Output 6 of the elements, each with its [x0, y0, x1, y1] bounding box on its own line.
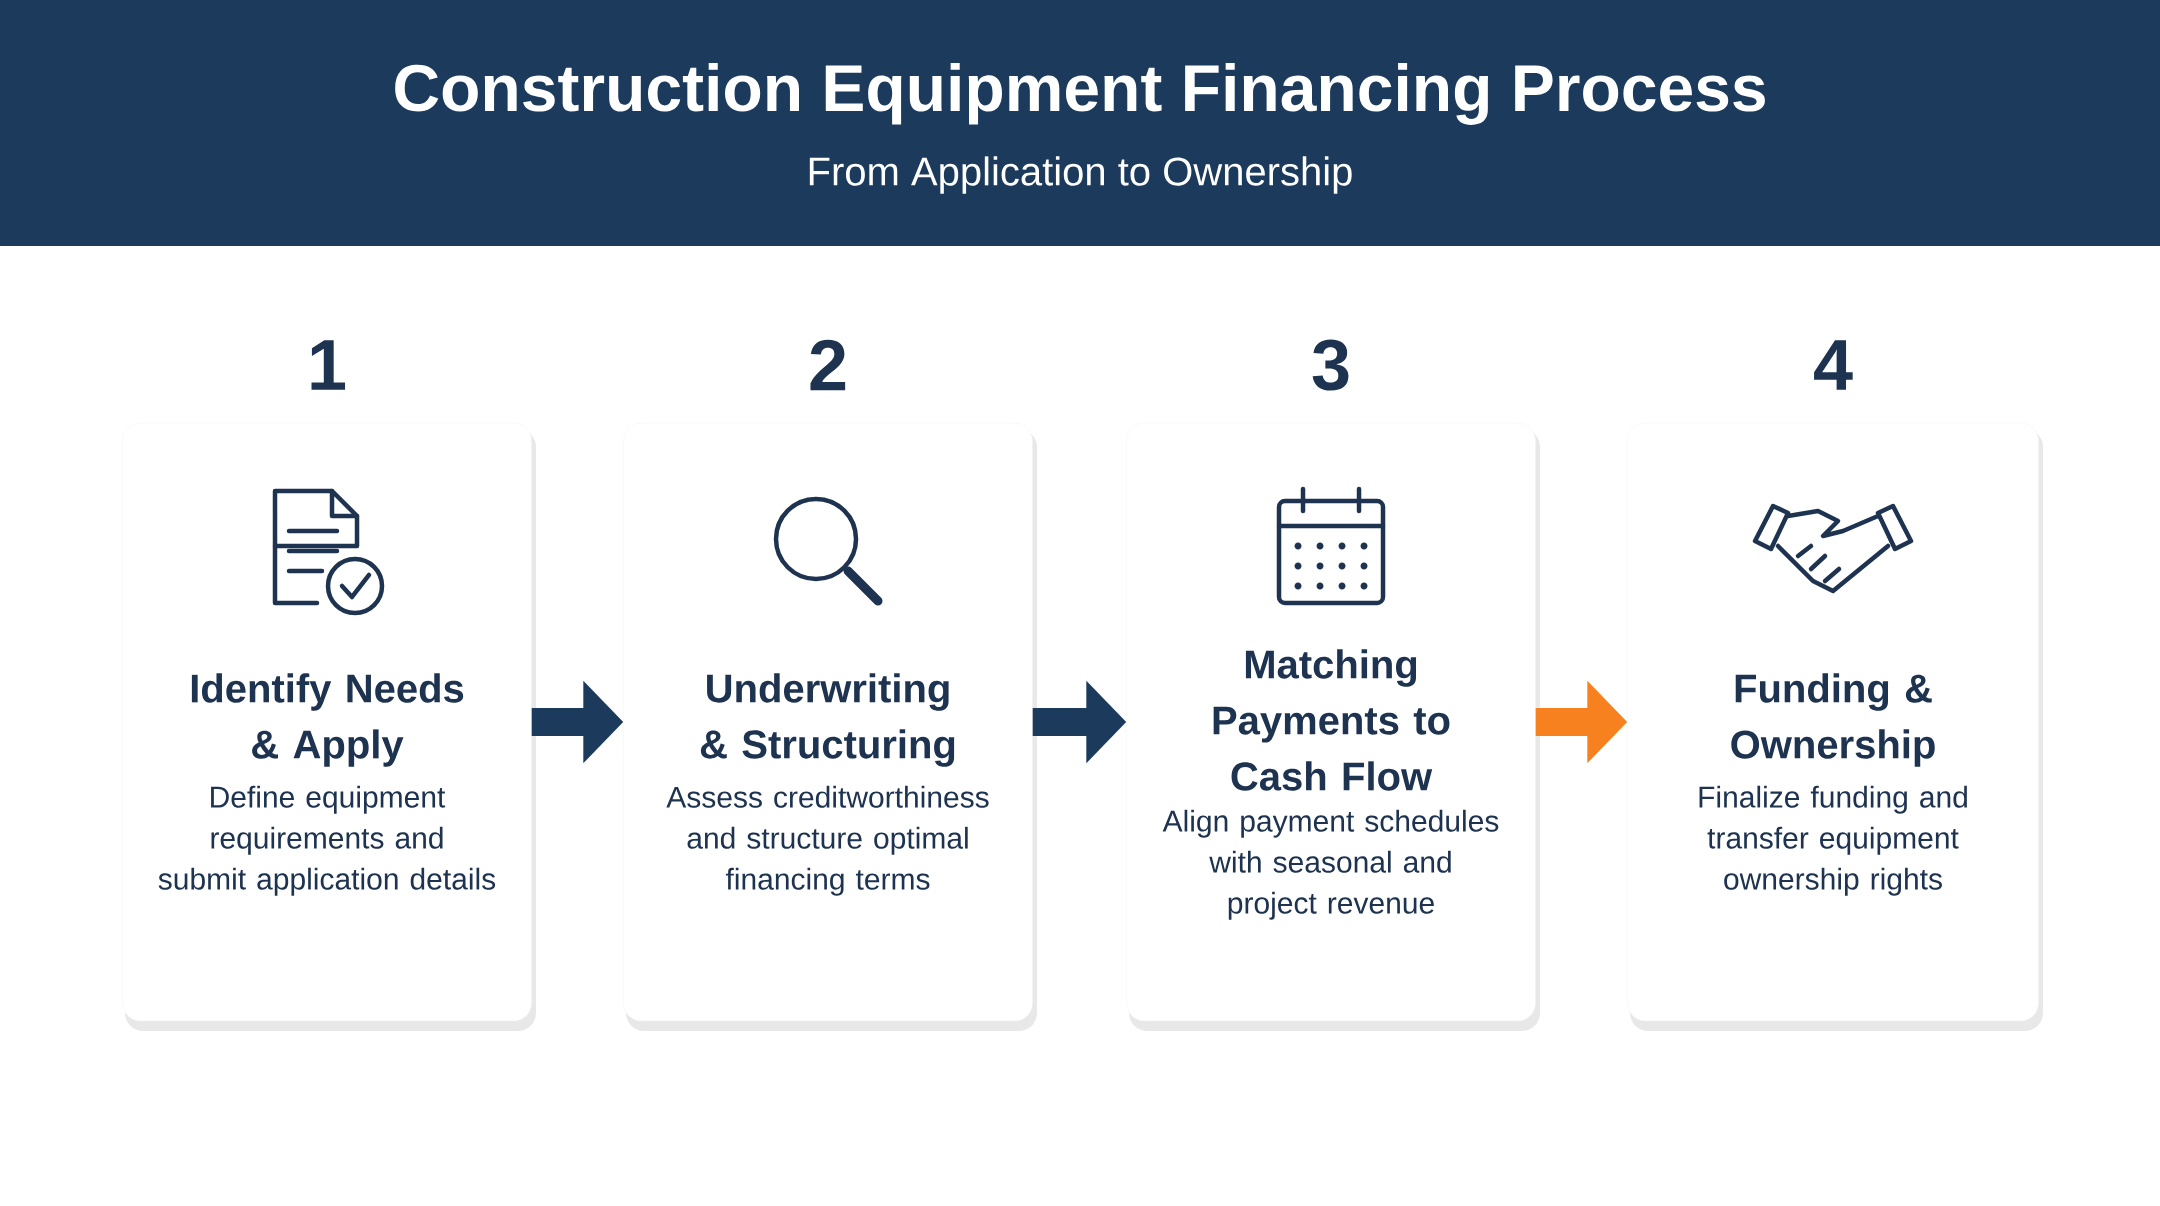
title: Construction Equipment Financing Process	[395, 63, 1765, 125]
step-number: 2	[810, 339, 846, 391]
step-number: 1	[311, 340, 346, 390]
step-number: 4	[1814, 340, 1853, 390]
subtitle: From Application to Ownership	[809, 156, 1352, 194]
step-number: 3	[1312, 339, 1349, 391]
